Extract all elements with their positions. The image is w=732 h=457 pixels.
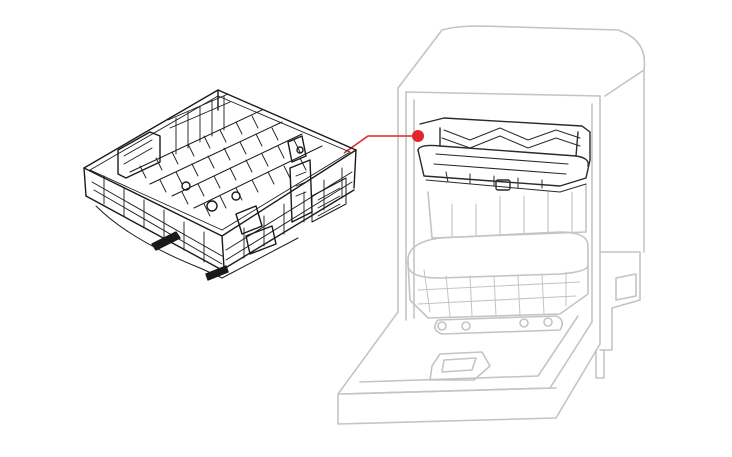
callout-dot-icon <box>412 130 424 142</box>
callout-connector <box>343 130 424 154</box>
upper-rack-icon <box>83 89 357 281</box>
dishwasher-icon <box>337 25 646 425</box>
installed-upper-rack <box>417 117 591 193</box>
